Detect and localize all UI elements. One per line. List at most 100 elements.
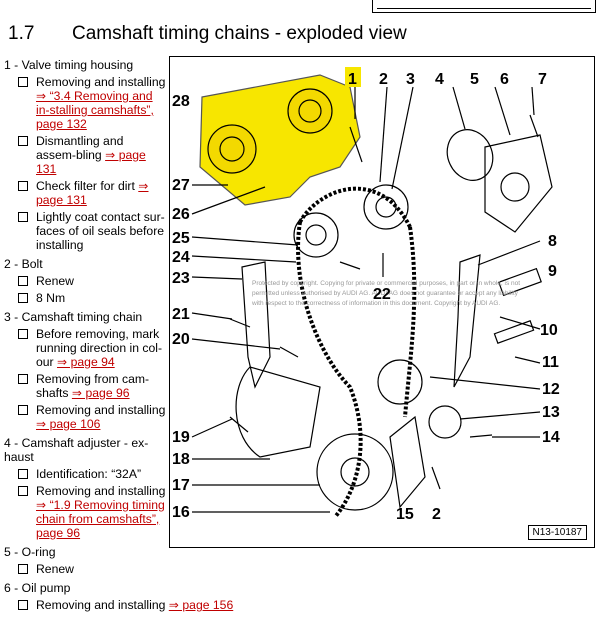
chain-guide-rail: [453, 254, 481, 388]
callout-11: 11: [542, 354, 559, 371]
page-link[interactable]: ⇒ “3.4 Removing and in-stalling camshaft…: [36, 89, 154, 131]
callout-28: 28: [172, 93, 190, 110]
checkbox-icon: [18, 329, 28, 339]
checkbox-icon: [18, 293, 28, 303]
checkbox-icon: [18, 136, 28, 146]
callout-17: 17: [172, 477, 190, 494]
checkbox-icon: [18, 276, 28, 286]
section-number: 1.7: [8, 23, 35, 44]
watermark-text: Protected by copyright. Copying for priv…: [252, 280, 520, 287]
list-item: 5 - O-ring Renew: [4, 545, 166, 576]
checkbox-icon: [18, 486, 28, 496]
camshaft-adjuster-intake: [293, 212, 339, 258]
sub-item: Removing from cam-shafts ⇒ page 96: [4, 372, 166, 400]
sub-item: Lightly coat contact sur-faces of oil se…: [4, 210, 166, 252]
item-title: 3 - Camshaft timing chain: [4, 310, 143, 324]
sub-item: Removing and installing ⇒ page 156: [4, 598, 596, 612]
callout-21: 21: [172, 306, 190, 323]
callout-10: 10: [540, 322, 558, 339]
callout-27: 27: [172, 177, 190, 194]
sub-item: Removing and installing ⇒ “3.4 Removing …: [4, 75, 166, 131]
callout-6: 6: [500, 71, 509, 88]
item-title: 2 - Bolt: [4, 257, 43, 271]
timing-chain: [296, 221, 417, 519]
bolt: [229, 416, 249, 433]
callout-1: 1: [348, 71, 357, 88]
sprocket: [377, 359, 423, 405]
checkbox-icon: [18, 564, 28, 574]
watermark-text: permitted unless authorised by AUDI AG. …: [252, 290, 519, 297]
callout-3: 3: [406, 71, 415, 88]
housing-seal-left: [207, 124, 257, 174]
bolt: [339, 261, 361, 270]
checkbox-icon: [18, 212, 28, 222]
pin: [493, 320, 535, 344]
section-title: Camshaft timing chains - exploded view: [72, 23, 407, 44]
list-item: 2 - Bolt Renew 8 Nm: [4, 257, 166, 305]
item-title: 4 - Camshaft adjuster - ex-haust: [4, 436, 149, 464]
callout-15: 15: [396, 506, 414, 523]
checkbox-icon: [18, 469, 28, 479]
crankshaft-sprocket: [316, 433, 394, 511]
callout-2-lower: 2: [432, 506, 441, 523]
checkbox-icon: [18, 181, 28, 191]
item-title: 1 - Valve timing housing: [4, 58, 134, 72]
callout-16: 16: [172, 504, 190, 521]
callout-22: 22: [373, 286, 391, 303]
callout-8: 8: [548, 233, 557, 250]
page-link[interactable]: ⇒ page 156: [168, 598, 234, 612]
sub-item: Identification: “32A”: [4, 467, 166, 481]
callout-7: 7: [538, 71, 547, 88]
bolt: [349, 126, 363, 163]
callout-5: 5: [470, 71, 479, 88]
crankshaft: [235, 366, 321, 458]
callout-26: 26: [172, 206, 190, 223]
page-link[interactable]: ⇒ page 96: [71, 386, 130, 400]
page-link[interactable]: ⇒ page 106: [36, 417, 101, 431]
callout-2: 2: [379, 71, 388, 88]
callout-18: 18: [172, 451, 190, 468]
item-title: 6 - Oil pump: [4, 581, 71, 595]
page-link[interactable]: ⇒ page 94: [57, 355, 115, 369]
sub-item: Check filter for dirt ⇒ page 131: [4, 179, 166, 207]
list-item: 6 - Oil pump Removing and installing ⇒ p…: [4, 581, 233, 612]
sub-item: Renew: [4, 274, 166, 288]
oil-pump: [484, 134, 553, 233]
sub-item: Removing and installing ⇒ “1.9 Removing …: [4, 484, 166, 540]
callout-13: 13: [542, 404, 560, 421]
list-item: 1 - Valve timing housing Removing and in…: [4, 58, 166, 252]
callout-9: 9: [548, 263, 557, 280]
callout-4: 4: [435, 71, 444, 88]
page-link[interactable]: ⇒ page 131: [36, 148, 146, 176]
callout-20: 20: [172, 331, 190, 348]
page-link[interactable]: ⇒ page 131: [36, 179, 149, 207]
checkbox-icon: [18, 600, 28, 610]
checkbox-icon: [18, 374, 28, 384]
checkbox-icon: [18, 77, 28, 87]
callout-12: 12: [542, 381, 560, 398]
sub-item: 8 Nm: [4, 291, 166, 305]
checkbox-icon: [18, 405, 28, 415]
page-link[interactable]: ⇒ “1.9 Removing timing chain from camsha…: [36, 498, 165, 540]
callout-14: 14: [542, 429, 560, 446]
valve: [498, 267, 542, 297]
sub-item: Removing and installing ⇒ page 106: [4, 403, 166, 431]
figure-id: N13-10187: [527, 525, 587, 540]
watermark-text: with respect to the correctness of infor…: [251, 300, 500, 307]
diagram-svg: Protected by copyright. Copying for priv…: [172, 67, 560, 523]
camshaft-adjuster-exhaust: [363, 184, 409, 230]
chain-tensioner-rail: [241, 261, 271, 389]
cover-plate: [389, 415, 426, 509]
parts-list: 1 - Valve timing housing Removing and in…: [4, 58, 233, 617]
header-frame: [372, 0, 596, 13]
bolt: [279, 346, 299, 358]
bolt: [229, 318, 251, 328]
callout-23: 23: [172, 270, 190, 287]
o-ring: [446, 129, 494, 181]
bolt: [529, 114, 539, 138]
item-title: 5 - O-ring: [4, 545, 56, 559]
list-item: 3 - Camshaft timing chain Before removin…: [4, 310, 166, 431]
sprocket: [428, 405, 462, 439]
sub-item: Renew: [4, 562, 166, 576]
list-item: 4 - Camshaft adjuster - ex-haust Identif…: [4, 436, 166, 540]
